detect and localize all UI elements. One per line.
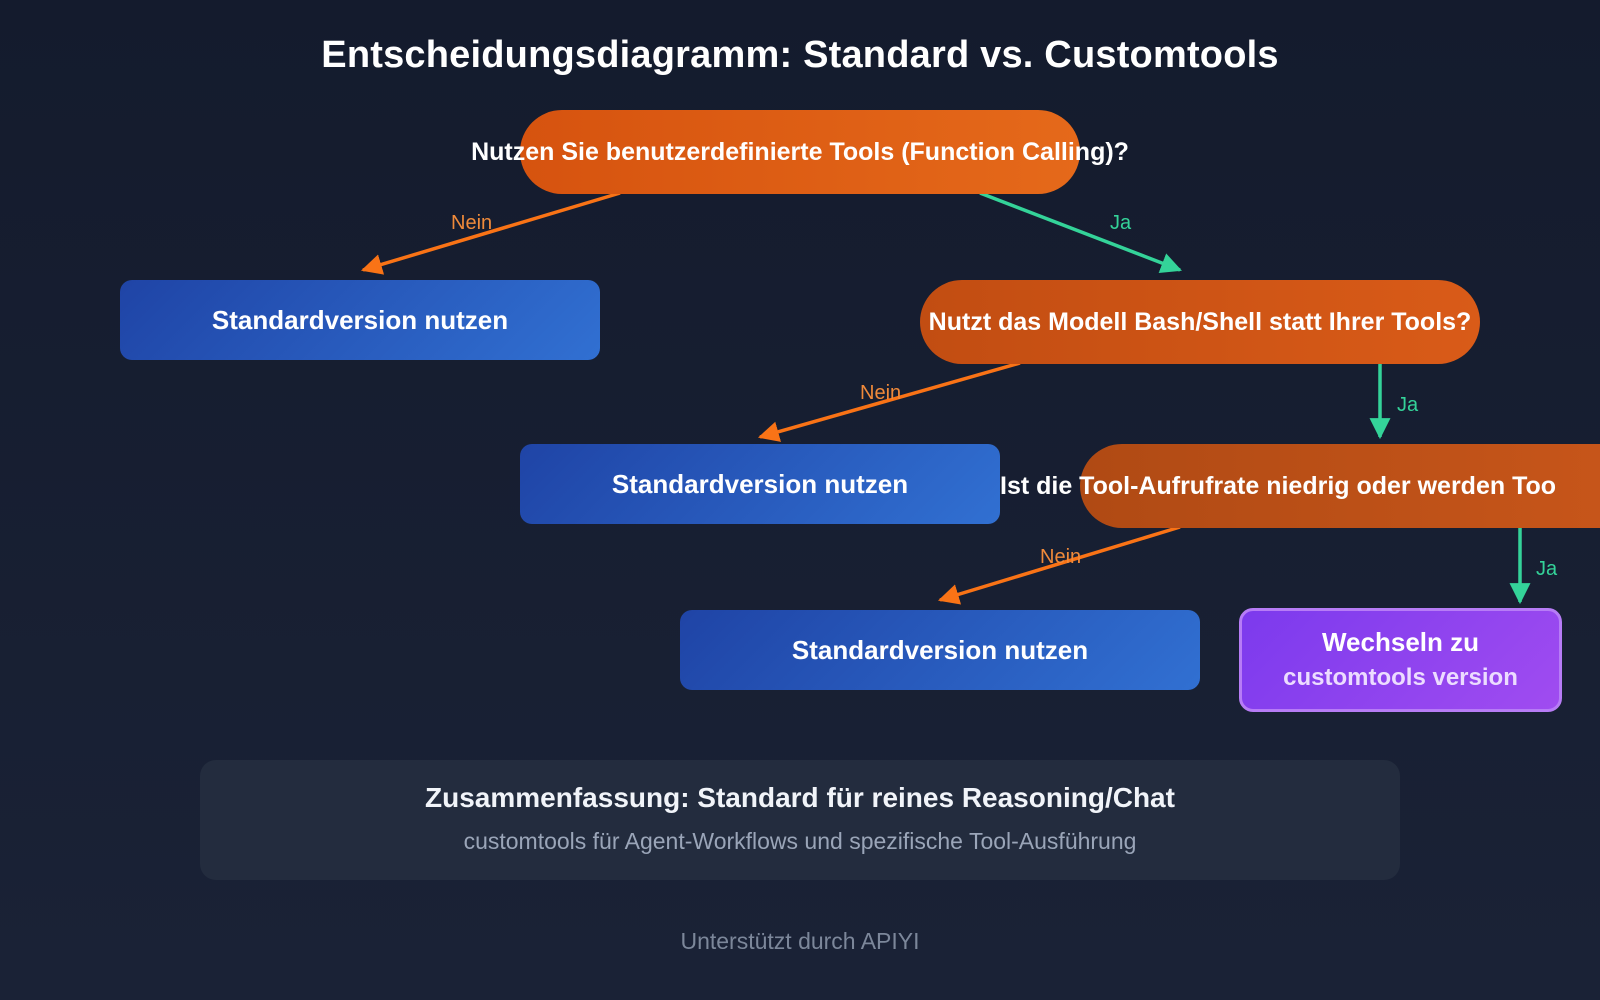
edge-label-q1-yes: Ja (1110, 212, 1132, 234)
result-customtools-line2: customtools version (1283, 664, 1518, 692)
edge-label-q2-yes: Ja (1397, 394, 1419, 416)
summary-subtitle: customtools für Agent-Workflows und spez… (463, 828, 1137, 854)
edge-q2-no (757, 361, 1021, 442)
result-customtools-line1: Wechseln zu (1321, 626, 1479, 657)
result-customtools: Wechseln zu customtools version (1239, 608, 1562, 712)
result-standard-1-label: Standardversion nutzen (211, 304, 509, 335)
edge-label-q2-no: Nein (860, 382, 901, 404)
result-standard-3-label: Standardversion nutzen (791, 634, 1089, 665)
edge-q1-yes (979, 191, 1182, 274)
decision-tool-call-rate-label: Ist die Tool-Aufrufrate niedrig oder wer… (1000, 471, 1557, 500)
summary-title: Zusammenfassung: Standard für reines Rea… (425, 782, 1175, 813)
edge-q1-no (360, 191, 621, 275)
decision-tool-call-rate: Ist die Tool-Aufrufrate niedrig oder wer… (1000, 444, 1600, 528)
edge-label-q1-no: Nein (451, 212, 492, 234)
decision-custom-tools-label: Nutzen Sie benutzerdefinierte Tools (Fun… (471, 137, 1129, 166)
decision-bash-shell-label: Nutzt das Modell Bash/Shell statt Ihrer … (928, 307, 1472, 336)
edge-label-q3-no: Nein (1040, 546, 1081, 568)
decision-custom-tools: Nutzen Sie benutzerdefinierte Tools (Fun… (471, 110, 1129, 194)
result-standard-1: Standardversion nutzen (120, 280, 600, 360)
result-standard-3: Standardversion nutzen (680, 610, 1200, 690)
edge-q3-no (937, 525, 1181, 605)
decision-bash-shell: Nutzt das Modell Bash/Shell statt Ihrer … (920, 280, 1480, 364)
result-standard-2-label: Standardversion nutzen (611, 468, 909, 499)
page-title: Entscheidungsdiagramm: Standard vs. Cust… (321, 34, 1279, 76)
result-standard-2: Standardversion nutzen (520, 444, 1000, 524)
edge-label-q3-yes: Ja (1536, 558, 1558, 580)
footer-credit: Unterstützt durch APIYI (680, 928, 920, 954)
summary-box: Zusammenfassung: Standard für reines Rea… (200, 760, 1400, 880)
